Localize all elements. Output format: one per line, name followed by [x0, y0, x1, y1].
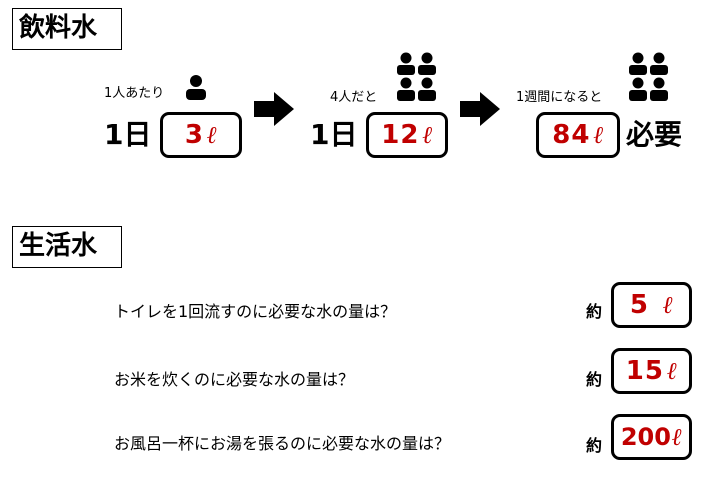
- rice-question: お米を炊くのに必要な水の量は？: [114, 370, 355, 389]
- family-icon: [628, 52, 670, 102]
- arrow-right-icon: [460, 92, 500, 126]
- about-label: 約: [586, 370, 603, 389]
- step2-unit: ℓ: [422, 120, 433, 149]
- toilet-value-box: 5 ℓ: [611, 282, 692, 328]
- step2-value-box: 12 ℓ: [366, 112, 448, 158]
- step2-value: 12: [381, 120, 420, 150]
- bath-unit: ℓ: [671, 422, 683, 451]
- about-label: 約: [586, 436, 603, 455]
- rice-value: 15: [625, 356, 664, 386]
- bath-question: お風呂一杯にお湯を張るのに必要な水の量は？: [114, 434, 451, 453]
- about-label: 約: [586, 302, 603, 321]
- step2-prefix: 1日: [310, 118, 358, 151]
- step1-prefix: 1日: [104, 118, 152, 151]
- person-icon: [184, 74, 208, 100]
- step3-suffix: 必要: [626, 118, 683, 151]
- bath-value: 200: [620, 423, 671, 451]
- toilet-value: 5: [629, 290, 649, 320]
- step3-caption: 1週間になると: [516, 90, 603, 105]
- step1-value-box: 3 ℓ: [160, 112, 242, 158]
- rice-value-box: 15 ℓ: [611, 348, 692, 394]
- step3-value-box: 84 ℓ: [536, 112, 620, 158]
- family-icon: [396, 52, 438, 102]
- step1-value: 3: [184, 120, 204, 150]
- rice-unit: ℓ: [666, 356, 678, 385]
- toilet-question: トイレを1回流すのに必要な水の量は？: [114, 302, 397, 321]
- step1-caption: 1人あたり: [104, 86, 165, 101]
- toilet-unit: ℓ: [662, 290, 674, 319]
- drinking-water-title: 飲料水: [12, 8, 122, 50]
- bath-value-box: 200 ℓ: [611, 414, 692, 460]
- step1-unit: ℓ: [206, 120, 218, 149]
- step3-unit: ℓ: [593, 120, 604, 149]
- step3-value: 84: [552, 120, 591, 150]
- arrow-right-icon: [254, 92, 294, 126]
- step2-caption: 4人だと: [330, 90, 378, 105]
- living-water-title: 生活水: [12, 226, 122, 268]
